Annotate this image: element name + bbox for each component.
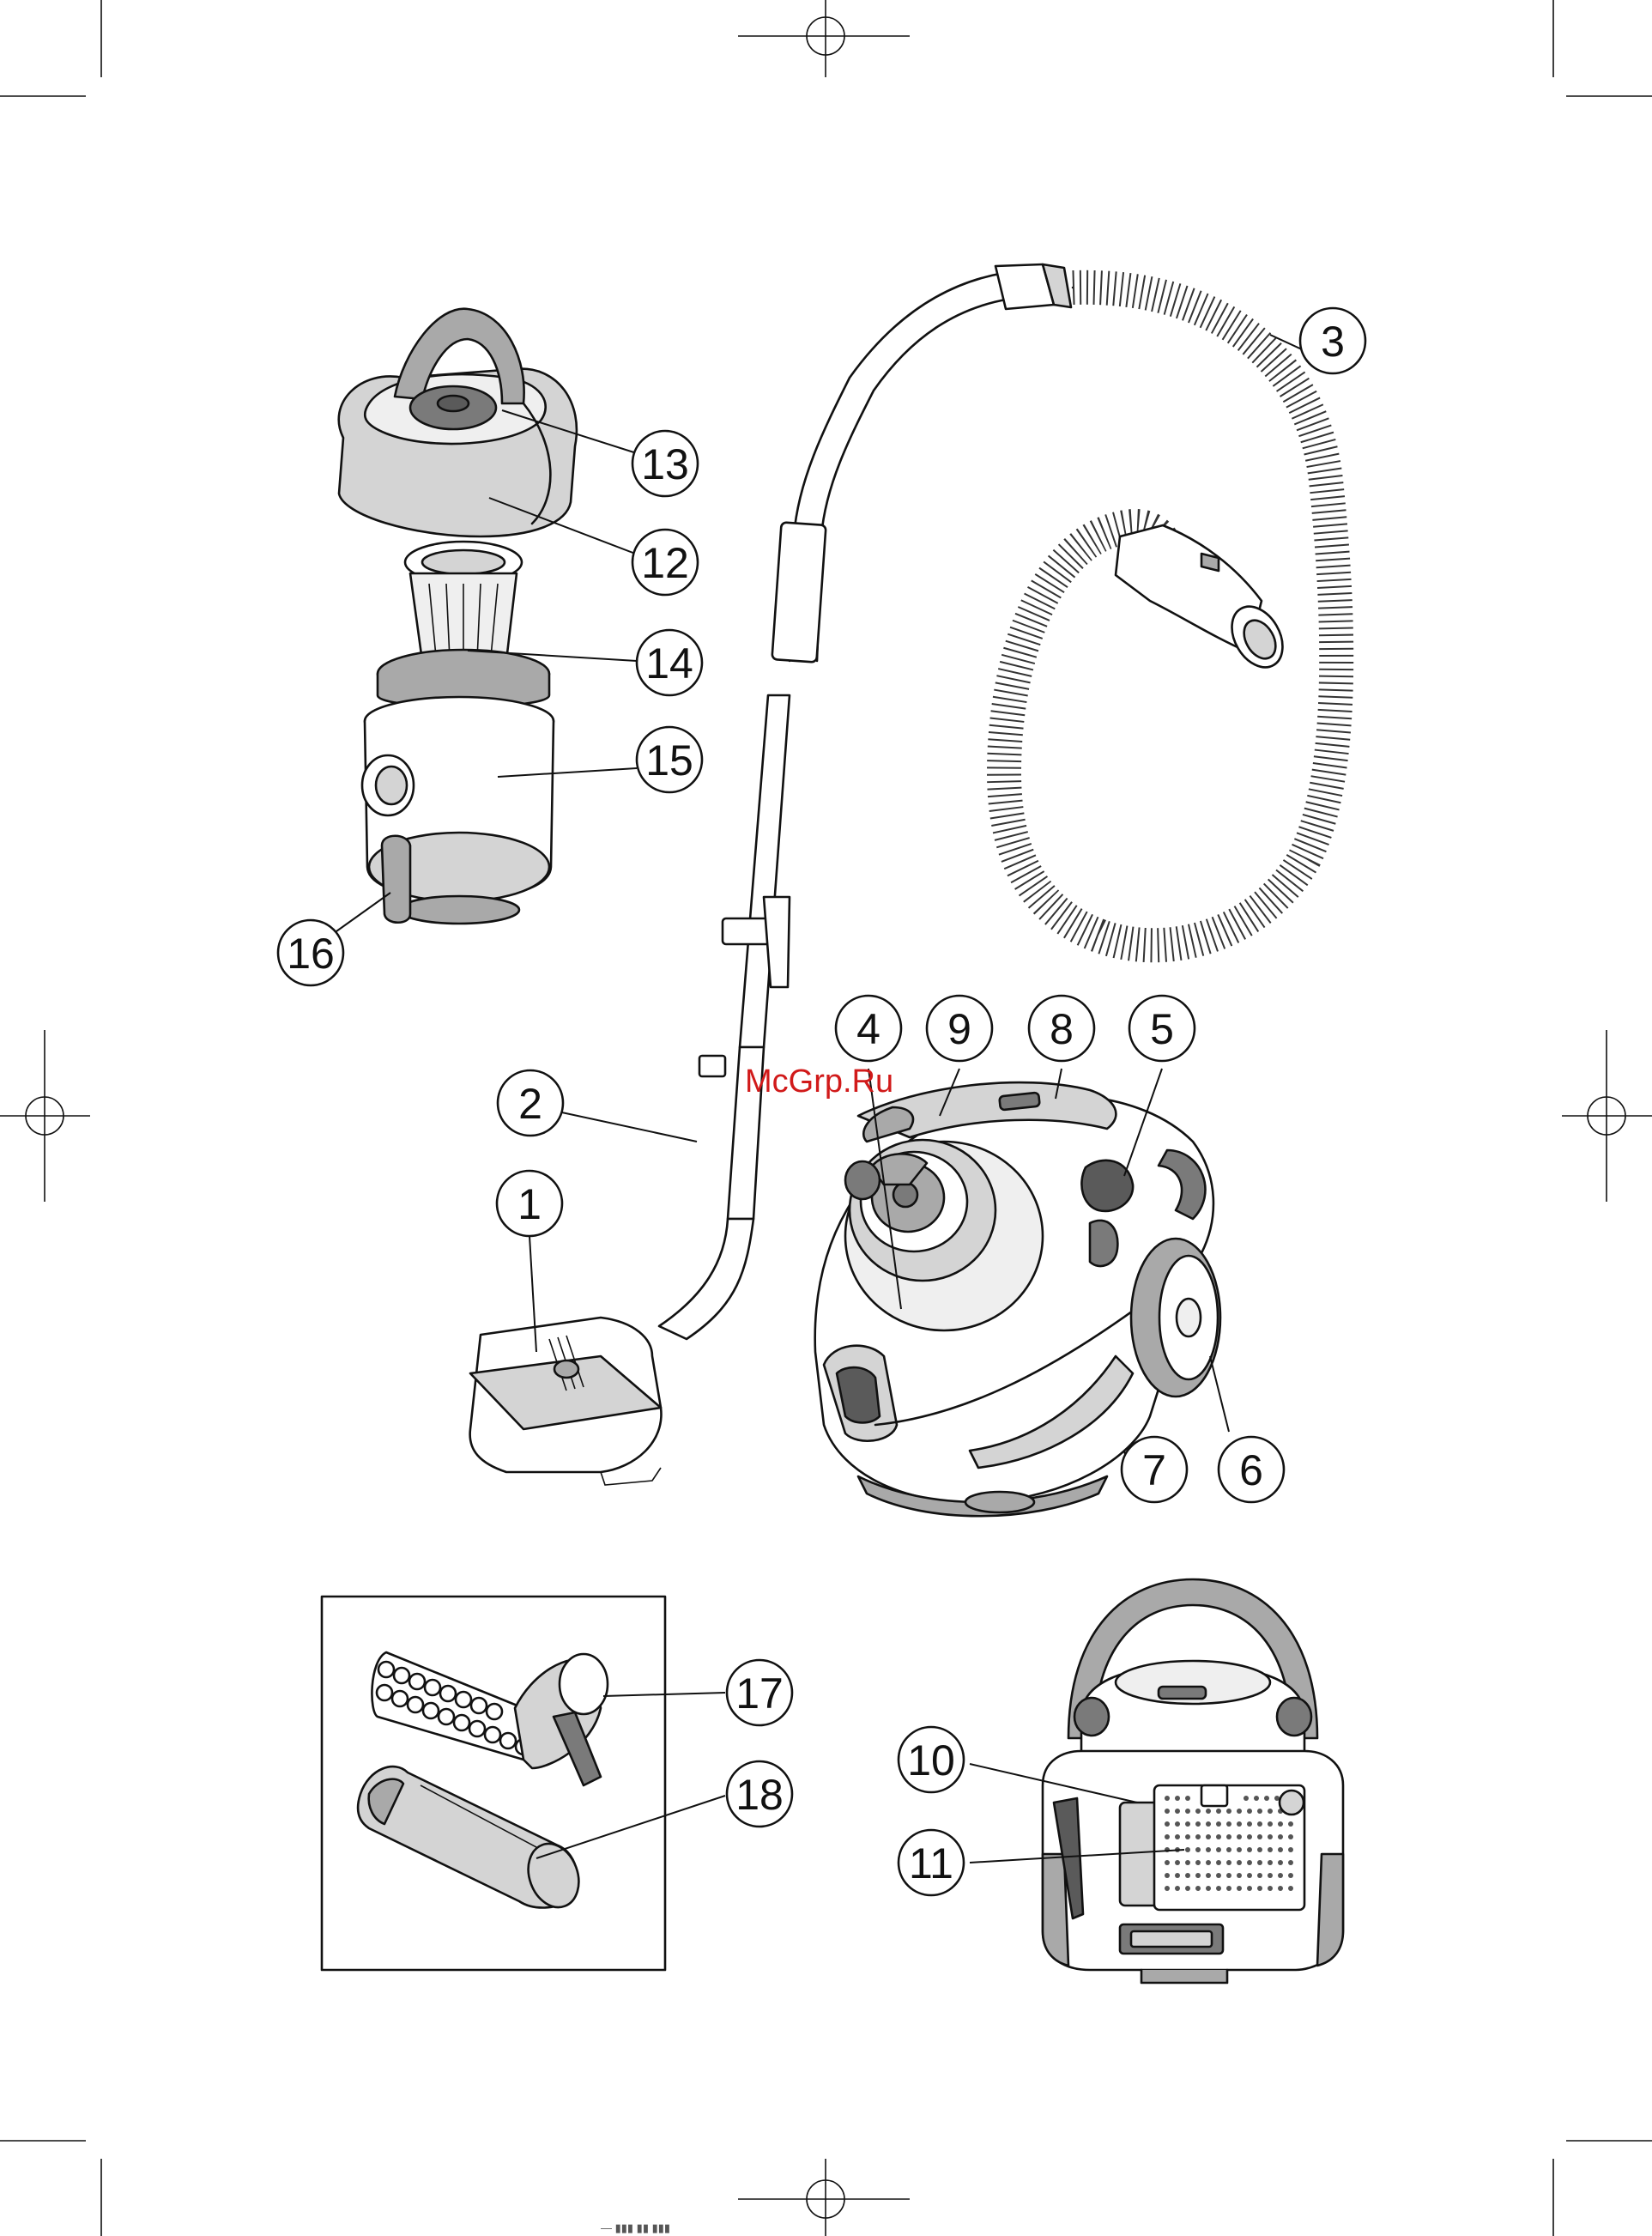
watermark: McGrp.Ru bbox=[745, 1063, 893, 1100]
callout-3: 3 bbox=[1321, 318, 1345, 366]
callout-14: 14 bbox=[645, 639, 693, 688]
callout-17: 17 bbox=[735, 1669, 784, 1718]
callout-18: 18 bbox=[735, 1771, 784, 1819]
dusting-brush bbox=[372, 1652, 608, 1785]
callout-15: 15 bbox=[645, 736, 693, 785]
cone-filter bbox=[378, 542, 549, 707]
footer-print-code: — ▮▮▮ ▮▮ ▮▮▮ bbox=[601, 2221, 670, 2234]
callout-12: 12 bbox=[641, 539, 689, 587]
registration-mark-icon bbox=[0, 1030, 90, 1202]
dust-container bbox=[362, 697, 554, 924]
callout-9: 9 bbox=[947, 1005, 971, 1053]
callout-6: 6 bbox=[1239, 1446, 1263, 1494]
callout-11: 11 bbox=[909, 1839, 953, 1888]
callout-13: 13 bbox=[641, 440, 689, 488]
callout-7: 7 bbox=[1142, 1446, 1166, 1494]
callout-5: 5 bbox=[1150, 1005, 1174, 1053]
callout-16: 16 bbox=[287, 930, 335, 978]
accessories-box bbox=[322, 1597, 665, 1970]
crevice-tool bbox=[358, 1766, 587, 1914]
hose bbox=[772, 264, 1336, 945]
registration-mark-icon bbox=[738, 2159, 910, 2236]
registration-mark-icon bbox=[1562, 1030, 1652, 1202]
callout-10: 10 bbox=[907, 1736, 955, 1785]
callout-8: 8 bbox=[1050, 1005, 1074, 1053]
dust-container-assembly bbox=[339, 309, 577, 924]
callout-1: 1 bbox=[517, 1180, 542, 1228]
callout-2: 2 bbox=[518, 1080, 542, 1128]
registration-mark-icon bbox=[738, 0, 910, 77]
floor-nozzle bbox=[470, 1318, 662, 1485]
vacuum-rear-view bbox=[1043, 1579, 1343, 1983]
callout-4: 4 bbox=[856, 1005, 880, 1053]
